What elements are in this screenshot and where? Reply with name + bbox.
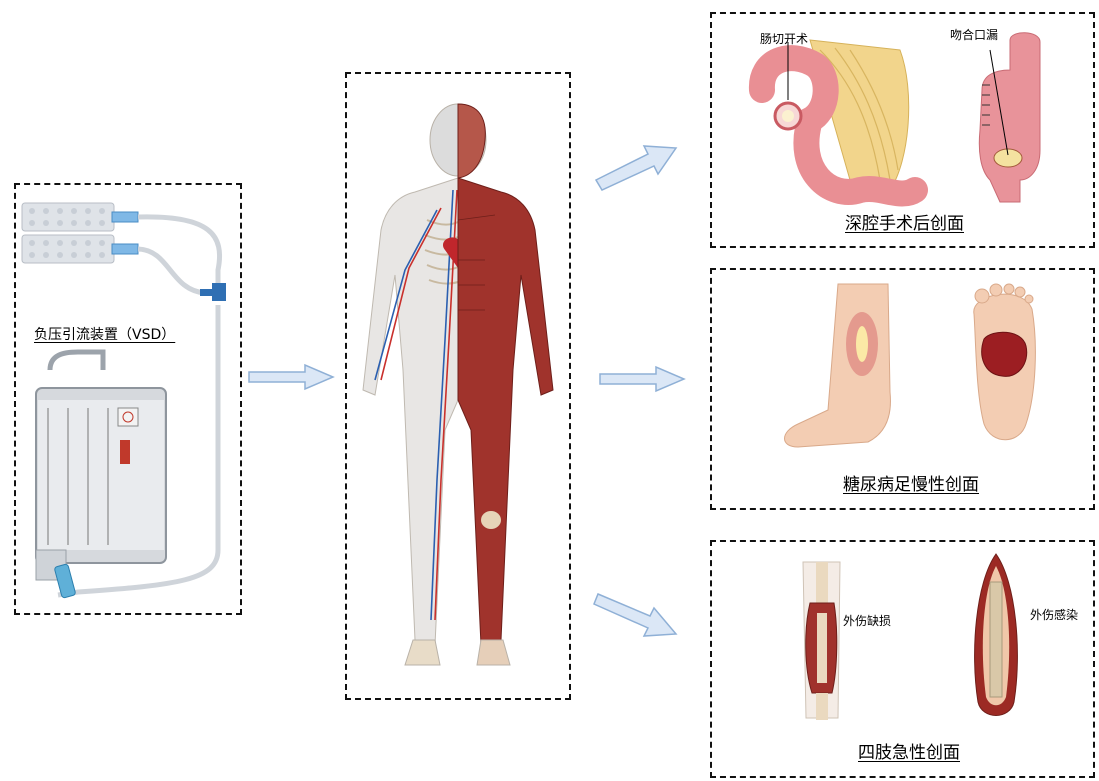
arrow-to-deep-cavity <box>592 142 682 192</box>
muscle-half <box>458 104 553 645</box>
vsd-canister <box>18 300 243 610</box>
label-traumatic-infection: 外伤感染 <box>1030 606 1078 623</box>
anastomotic-leak-illustration <box>970 30 1060 205</box>
diabetic-foot-title: 糖尿病足慢性创面 <box>843 470 979 495</box>
human-anatomy-figure <box>345 100 571 670</box>
leg-ulcer-illustration <box>778 282 908 457</box>
traumatic-defect-illustration <box>798 558 848 723</box>
arrow-to-diabetic-foot <box>598 366 688 392</box>
arrow-vsd-to-body <box>247 364 337 390</box>
arrow-to-limb-acute <box>592 590 682 640</box>
label-anastomotic-leak: 吻合口漏 <box>950 26 998 43</box>
limb-acute-title: 四肢急性创面 <box>858 738 960 763</box>
deep-cavity-title: 深腔手术后创面 <box>845 209 964 234</box>
label-traumatic-defect: 外伤缺损 <box>843 612 891 629</box>
pointer-line-enterotomy <box>760 40 800 110</box>
vsd-foam-sponges <box>20 195 240 305</box>
foot-ulcer-illustration <box>962 284 1042 449</box>
traumatic-infection-illustration <box>966 552 1026 732</box>
label-enterotomy: 肠切开术 <box>760 30 808 47</box>
